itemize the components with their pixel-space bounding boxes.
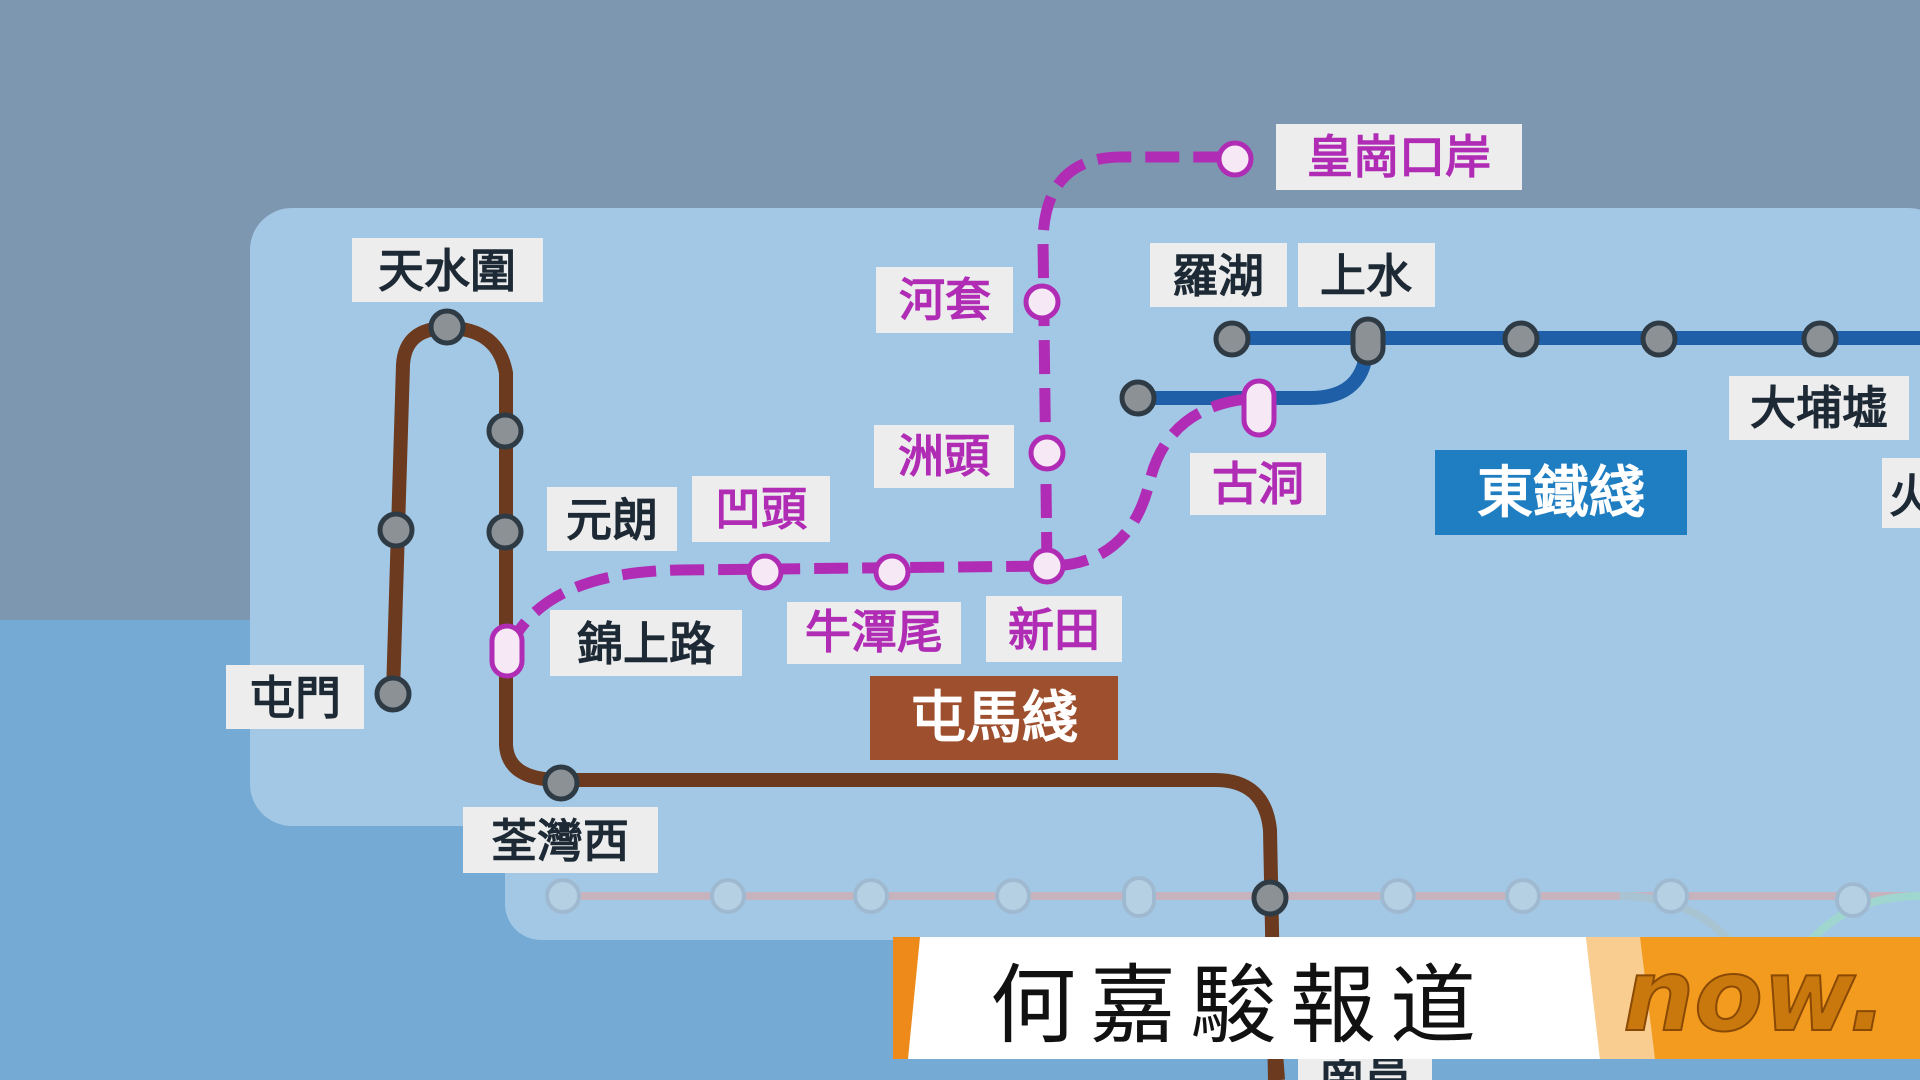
tuen-ma-line [386, 320, 1282, 1080]
station-sheung-shui [1350, 316, 1386, 366]
faded-station [1835, 882, 1871, 918]
station-tsuen-wan-west [542, 764, 580, 802]
faded-station [1653, 878, 1689, 914]
now-logo: now. [1623, 937, 1887, 1054]
label-box [1150, 243, 1287, 307]
station-east-rail-1 [1502, 320, 1540, 358]
faded-stations [545, 876, 1871, 918]
label-tsuen-wan-west: 荃灣西 [491, 814, 629, 868]
station-east-rail-branch [1119, 379, 1157, 417]
tuen-ma-plate [870, 676, 1118, 760]
label-box [787, 602, 961, 664]
station-lo-wu [1213, 320, 1251, 358]
station-tin-shui-wai [428, 308, 466, 346]
station-huanggang-port [1216, 140, 1254, 178]
reporter-name: 何嘉駿報道 [990, 956, 1490, 1056]
label-chau-tau: 洲頭 [898, 429, 991, 483]
label-tuen-mun: 屯門 [249, 671, 341, 725]
east-rail-line-label: 東鐵綫 [1477, 461, 1645, 526]
banner-accent-right [1586, 937, 1920, 1059]
label-au-tau: 凹頭 [715, 482, 808, 536]
station-chau-tau [1028, 434, 1066, 472]
station-tuen-mun [374, 675, 412, 713]
banner-gloss [1586, 937, 1655, 1059]
label-huanggang-port: 皇崗口岸 [1307, 130, 1491, 184]
label-box [876, 267, 1013, 333]
station-tai-po-market [1801, 320, 1839, 358]
label-box [1276, 124, 1522, 190]
station-east-rail-2 [1640, 320, 1678, 358]
label-box [692, 476, 830, 542]
station-tuen-ma-1 [486, 412, 524, 450]
label-box [463, 807, 658, 873]
northern-link-spur [1037, 151, 1235, 567]
faded-station [995, 878, 1031, 914]
existing-stations [374, 308, 1839, 917]
proposed-stations [489, 140, 1277, 679]
label-box [1190, 453, 1326, 515]
station-au-tau [746, 553, 784, 591]
faded-station [1505, 878, 1541, 914]
station-tuen-ma-3 [377, 511, 415, 549]
proposed-station-labels: 凹頭 牛潭尾 新田 洲頭 河套 皇崗口岸 古洞 [715, 130, 1491, 659]
label-kam-sheung-road: 錦上路 [577, 617, 716, 671]
station-kam-sheung-road [489, 623, 525, 679]
label-tin-shui-wai: 天水圍 [378, 244, 516, 298]
station-nam-cheong [1251, 879, 1289, 917]
label-sheung-shui: 上水 [1320, 249, 1413, 303]
label-box [352, 238, 543, 302]
label-box [547, 487, 677, 551]
label-boxes [226, 124, 1920, 873]
label-kwu-tung: 古洞 [1212, 457, 1304, 511]
station-san-tin [1028, 547, 1066, 585]
label-box [986, 596, 1122, 662]
station-tuen-ma-2 [486, 513, 524, 551]
label-box [1882, 458, 1920, 528]
label-san-tin: 新田 [1008, 603, 1100, 657]
label-yuen-long: 元朗 [566, 493, 658, 547]
station-kwu-tung [1241, 378, 1277, 438]
reporter-banner: 何嘉駿報道 now. [893, 936, 1920, 1059]
label-partial-right: 火 [1889, 469, 1920, 523]
existing-station-labels: 天水圍 元朗 錦上路 屯門 荃灣西 羅湖 上水 大埔墟 火 [249, 244, 1920, 868]
label-box [1729, 376, 1909, 440]
label-tai-po-market: 大埔墟 [1750, 381, 1888, 435]
tuen-ma-line-label: 屯馬綫 [910, 686, 1078, 751]
faded-station [710, 878, 746, 914]
label-box [226, 665, 364, 729]
label-lo-wu: 羅湖 [1172, 249, 1264, 303]
station-ho-sheung-heung [1023, 283, 1061, 321]
northern-link-line [502, 392, 1261, 654]
label-ho-sheung-heung: 河套 [899, 273, 991, 327]
label-ngau-tam-mei: 牛潭尾 [805, 605, 943, 659]
east-rail-plate [1435, 450, 1687, 535]
faded-station [545, 878, 581, 914]
faded-station [1380, 878, 1416, 914]
banner-accent-left [893, 937, 920, 1059]
label-box [874, 425, 1014, 488]
label-box [550, 610, 742, 676]
faded-station [853, 878, 889, 914]
faded-station [1122, 876, 1156, 918]
station-ngau-tam-mei [873, 553, 911, 591]
label-box [1298, 243, 1435, 307]
